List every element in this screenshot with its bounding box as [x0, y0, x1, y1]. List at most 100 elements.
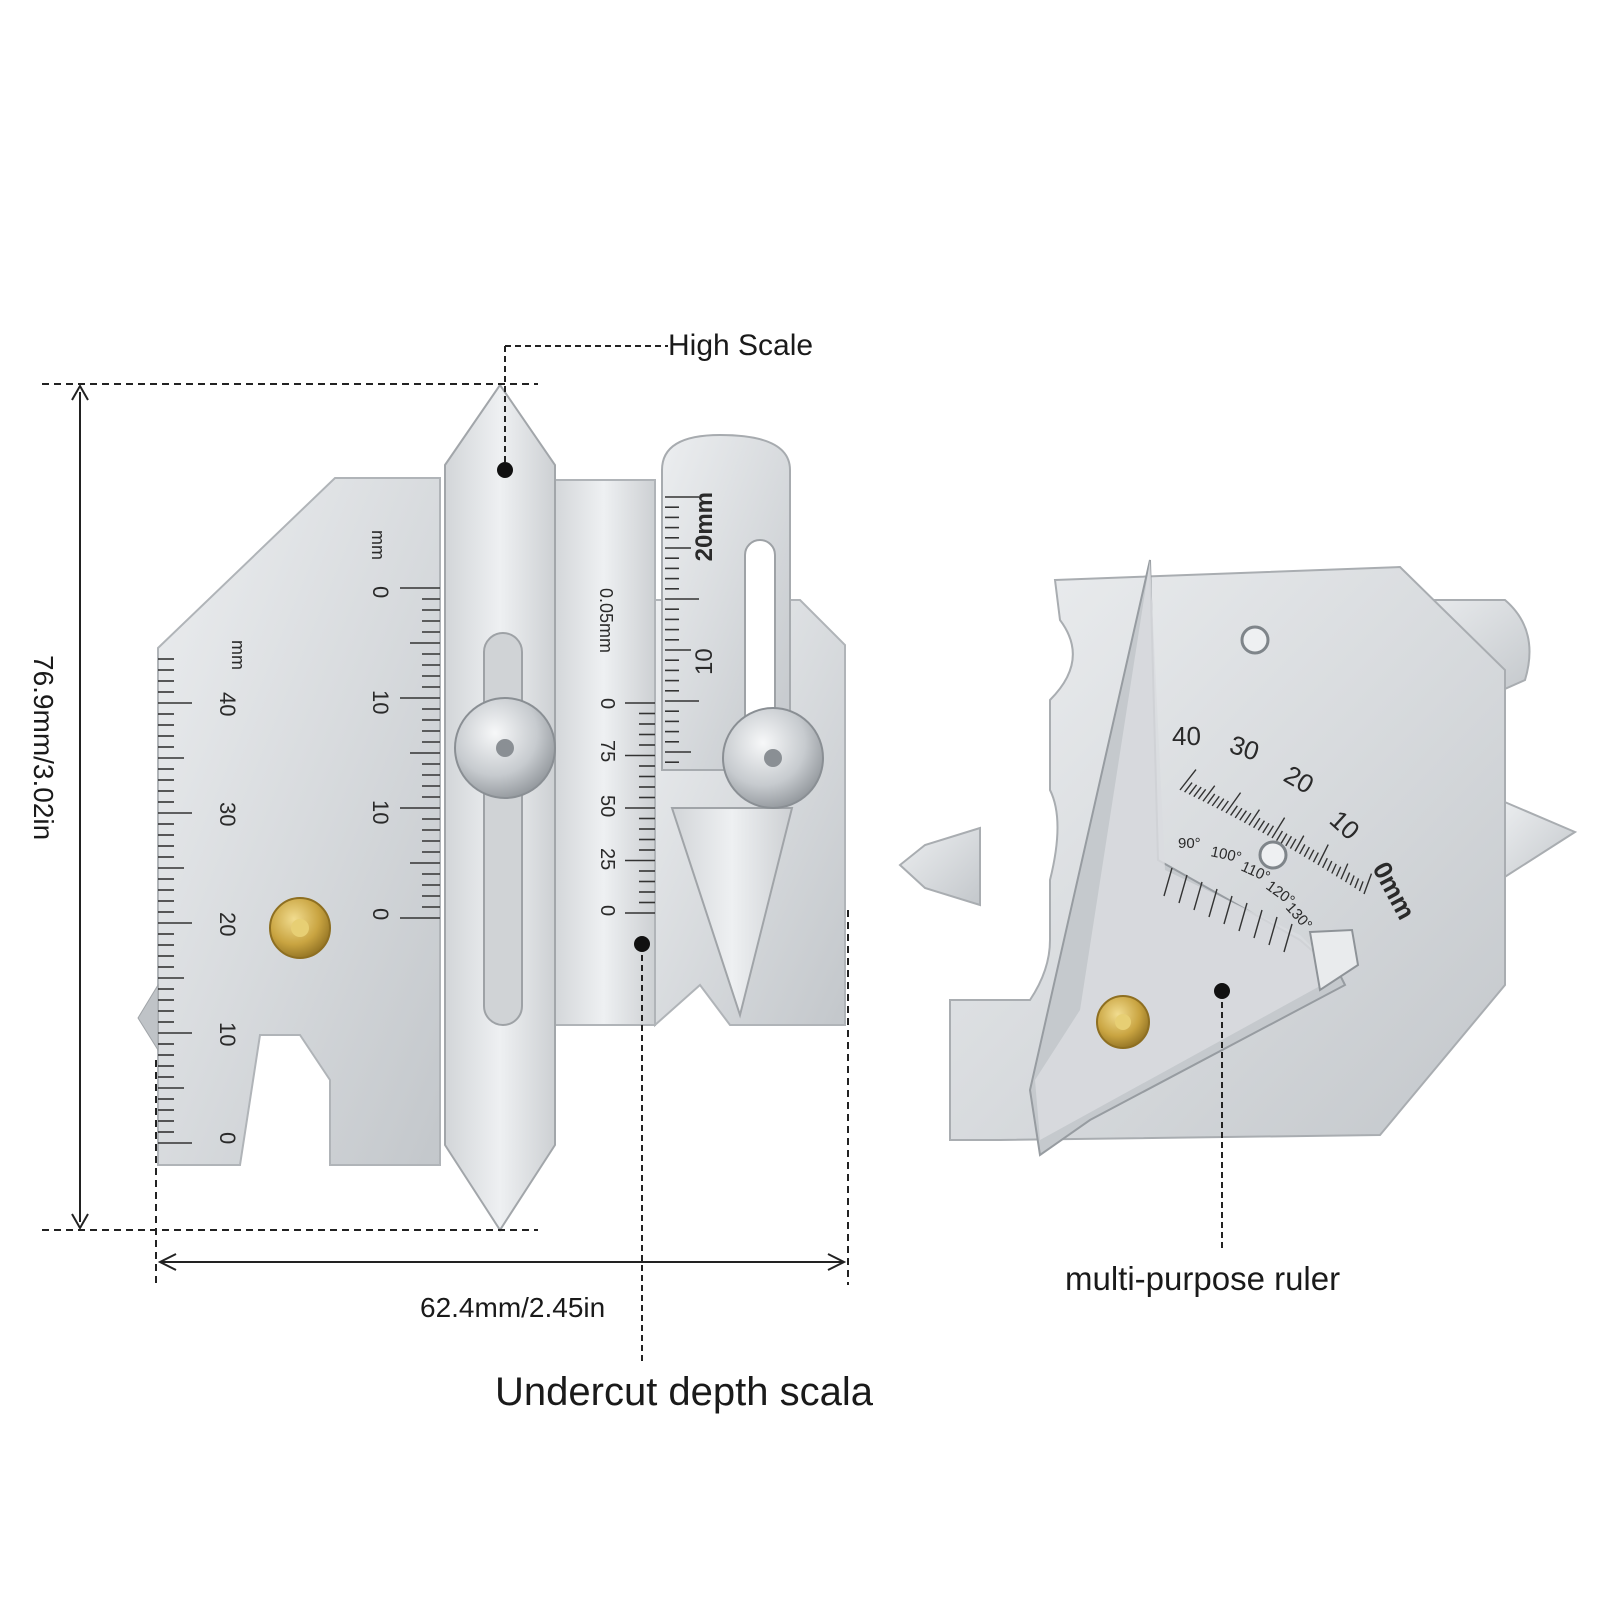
slider-scale-unit: mm: [368, 530, 388, 560]
scale-tick: [1257, 820, 1266, 831]
scale-tick: [1268, 916, 1278, 946]
scale-tick: [1283, 923, 1293, 953]
angle-scale-label: 90°: [1178, 835, 1201, 852]
gauge-main-body: [157, 477, 441, 1166]
scale-tick: [1207, 793, 1216, 804]
multi-purpose-dot: [1214, 983, 1230, 999]
scale-tick: [1184, 782, 1193, 793]
depth-scale-label: 50: [596, 795, 618, 817]
scale-tick: [1312, 852, 1319, 863]
scale-tick: [1317, 844, 1329, 866]
depth-scale-label: 75: [596, 740, 618, 762]
arm-pointer: [670, 807, 794, 1019]
scale-tick: [1298, 844, 1306, 855]
blade-tip: [1308, 928, 1360, 992]
right-gauge-right-pointer: [1499, 798, 1578, 882]
scale-tick: [1239, 810, 1247, 821]
arm-slot: [744, 539, 776, 731]
arc-scale-ticks: [1179, 769, 1373, 895]
slider-scale-label: 10: [368, 800, 393, 824]
angle-scale-label: 100°: [1209, 843, 1243, 866]
undercut-dot: [634, 936, 650, 952]
scale-tick: [1303, 846, 1310, 858]
scale-tick: [1225, 792, 1242, 814]
slider-knob-pin: [496, 739, 514, 757]
high-scale-label: High Scale: [668, 329, 813, 362]
main-scale-label: 20: [215, 912, 240, 936]
scale-tick: [1243, 812, 1252, 824]
gauge-left-tip: [137, 983, 159, 1052]
slider-scale-label: 0: [368, 586, 393, 598]
scale-tick: [1363, 873, 1373, 895]
screw-hole-top: [1240, 625, 1270, 655]
right-gauge-blade-light: [1035, 560, 1340, 1140]
scale-tick: [1253, 817, 1261, 829]
scale-tick: [1340, 863, 1349, 880]
arm-scale-ticks: [665, 496, 699, 764]
scale-tick: [1331, 863, 1337, 874]
scale-tick: [1202, 785, 1216, 802]
scale-tick: [1208, 888, 1218, 918]
scale-tick: [1223, 895, 1233, 925]
scale-tick: [1321, 857, 1328, 869]
high-scale-leader: [504, 345, 668, 468]
depth-scale-unit: 0.05mm: [596, 588, 616, 653]
arm-scale-label: 10: [691, 648, 718, 675]
main-scale-unit: mm: [228, 640, 248, 670]
arm-scale-unit: 20mm: [691, 492, 718, 561]
main-scale-ticks: [158, 658, 192, 1144]
angle-scale-ticks: [1163, 867, 1293, 953]
scale-tick: [1262, 822, 1270, 834]
slider-scale-label: 0: [368, 908, 393, 920]
depth-scale-label: 0: [596, 698, 618, 709]
scale-tick: [1211, 795, 1220, 807]
scale-tick: [1163, 867, 1173, 897]
scale-tick: [1289, 838, 1297, 849]
scale-tick: [1276, 830, 1284, 841]
scale-tick: [1326, 860, 1333, 871]
arc-scale-label: 40: [1172, 721, 1201, 751]
scale-tick: [1294, 835, 1305, 852]
dimension-lines: [42, 383, 849, 1285]
scale-tick: [1230, 805, 1238, 816]
screw-pivot: [1258, 840, 1288, 870]
scale-tick: [1308, 849, 1315, 860]
width-dimension-label: 62.4mm/2.45in: [420, 1292, 605, 1323]
main-scale-label: 40: [215, 692, 240, 716]
scale-tick: [1358, 881, 1364, 892]
slider-slot: [483, 632, 523, 1026]
depth-scale-ticks: [625, 702, 655, 914]
main-scale-label: 0: [215, 1132, 240, 1144]
main-scale-label: 30: [215, 802, 240, 826]
right-gauge-left-pointer: [898, 826, 981, 907]
depth-scale-label: 25: [596, 848, 618, 870]
scale-tick: [1193, 881, 1203, 911]
left-weld-gauge: mm 40 30 20 10 0 mm 0 10 10 0 0.05mm 0 7…: [137, 383, 846, 1232]
scale-tick: [1234, 807, 1243, 819]
right-weld-gauge: 40 30 20 10 0mm 90° 100° 110° 120° 130°: [898, 559, 1578, 1157]
scale-tick: [1216, 798, 1225, 809]
height-dimension-label: 76.9mm/3.02in: [28, 655, 59, 840]
high-scale-dot: [497, 462, 513, 478]
arm-knob-pin: [764, 749, 782, 767]
brass-rivet-right-center: [1115, 1014, 1131, 1030]
slider-scale-label: 10: [368, 690, 393, 714]
scale-tick: [1344, 872, 1351, 883]
scale-tick: [1197, 788, 1207, 800]
scale-tick: [1178, 874, 1188, 904]
scale-tick: [1280, 833, 1288, 844]
scale-tick: [1266, 825, 1275, 836]
scale-tick: [1335, 866, 1342, 877]
scale-tick: [1220, 800, 1229, 812]
scale-tick: [1238, 902, 1248, 932]
scale-tick: [1248, 809, 1261, 826]
main-scale-label: 10: [215, 1022, 240, 1046]
scale-tick: [1354, 878, 1360, 889]
scale-tick: [1349, 875, 1355, 886]
multi-purpose-ruler-label: multi-purpose ruler: [1065, 1260, 1340, 1297]
scale-tick: [1271, 817, 1286, 839]
undercut-depth-label: Undercut depth scala: [495, 1370, 874, 1414]
scale-tick: [1253, 909, 1263, 939]
scale-tick: [1193, 786, 1202, 798]
